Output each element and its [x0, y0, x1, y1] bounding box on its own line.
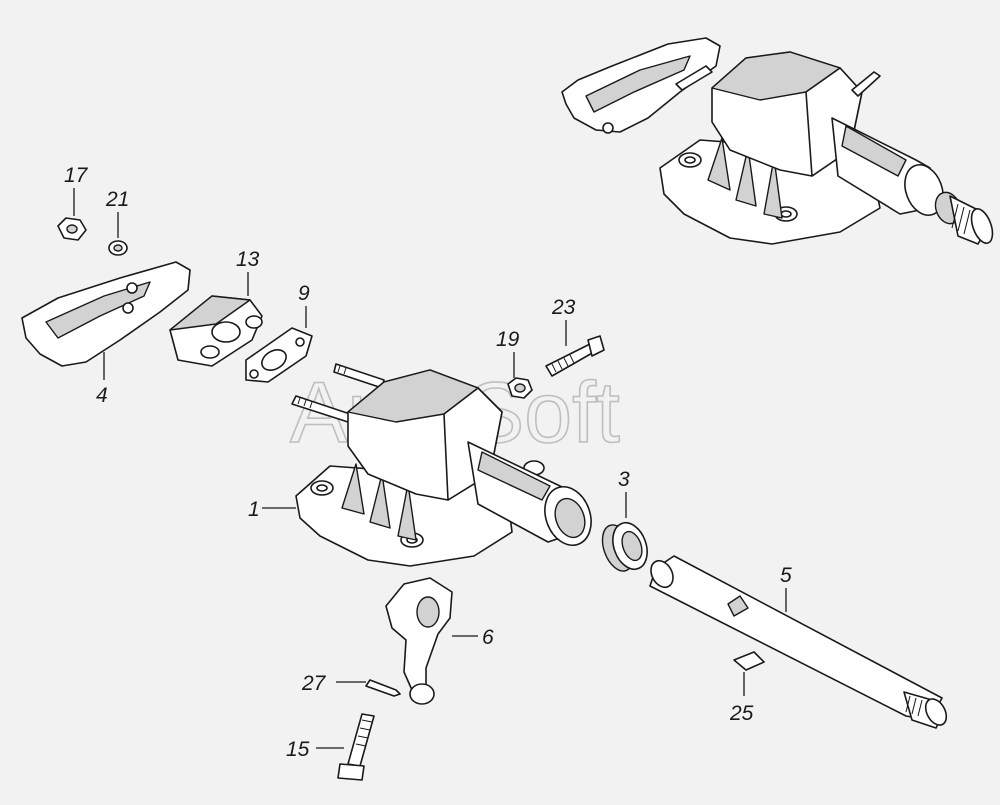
part-23-bolt	[545, 320, 605, 377]
callout-6: 6	[482, 626, 494, 649]
callout-3: 3	[618, 468, 630, 491]
callout-13: 13	[236, 248, 260, 271]
callout-9: 9	[298, 282, 310, 305]
part-3-seal-ring	[601, 492, 648, 572]
part-27-cotter-pin	[336, 679, 401, 697]
part-19-nut	[507, 352, 533, 399]
callout-25: 25	[729, 702, 754, 725]
callout-1: 1	[248, 498, 260, 521]
part-9-gasket	[245, 306, 313, 383]
part-25-key	[733, 651, 765, 696]
callout-17: 17	[64, 164, 89, 187]
part-5-shaft	[649, 555, 948, 729]
part-13-spacer	[169, 272, 263, 367]
callout-21: 21	[105, 188, 129, 211]
part-4-bracket	[21, 261, 191, 380]
callout-19: 19	[496, 328, 520, 351]
part-1-housing	[262, 363, 592, 567]
assembled-unit	[561, 37, 994, 245]
part-15-bolt	[316, 713, 375, 781]
part-6-lever	[385, 577, 478, 705]
callout-4: 4	[96, 384, 108, 407]
part-17-nut	[57, 188, 87, 241]
callout-15: 15	[286, 738, 310, 761]
callout-5: 5	[780, 564, 792, 587]
callout-27: 27	[301, 672, 327, 695]
callout-23: 23	[551, 296, 576, 319]
part-21-washer	[108, 212, 128, 256]
